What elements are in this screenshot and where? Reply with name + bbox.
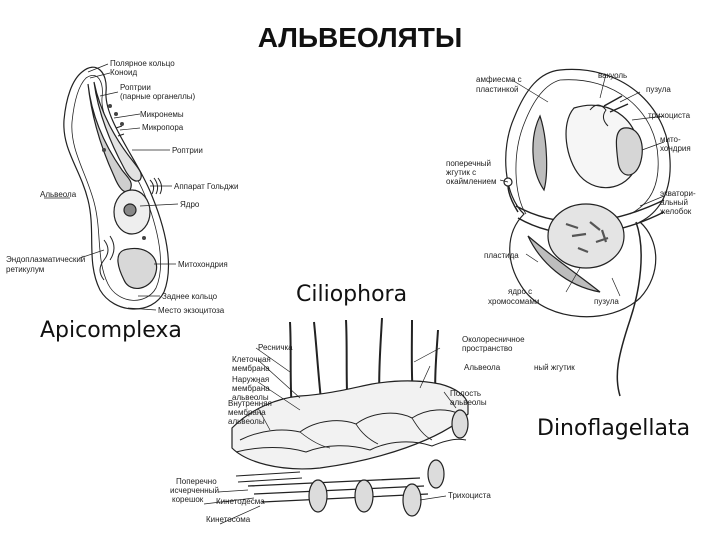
dino-label: хромосомами (488, 297, 539, 306)
dino-pusule (589, 104, 609, 127)
dino-amphiesma (515, 79, 561, 215)
apicomplexa-label: Роптрии (120, 83, 151, 92)
apicomplexa-nucleolus (123, 203, 137, 217)
trichocyst (427, 459, 445, 489)
ciliophora-label: Трихоциста (448, 491, 491, 500)
ciliophora-label: альвеолы (232, 393, 269, 402)
apicomplexa-label: Роптрии (172, 146, 203, 155)
dino-nucleus (547, 203, 625, 269)
ciliophora-label: пространство (462, 344, 513, 353)
dino-label: ядро с (508, 287, 532, 296)
apicomplexa-label: Аппарат Гольджи (174, 182, 238, 191)
dino-label: пластида (484, 251, 519, 260)
apicomplexa-label: Ядро (180, 200, 200, 209)
apicomplexa-label: Альвеола (40, 190, 77, 199)
ciliophora-label: мембрана (228, 408, 266, 417)
ciliophora-label: альвеолы (450, 398, 487, 407)
apicomplexa-label: (парные органеллы) (120, 92, 196, 101)
trichocyst (308, 479, 328, 513)
apicomplexa-mitochondrion (117, 247, 158, 289)
dino-amphiesma (559, 79, 659, 215)
ciliophora-label: Альвеола (464, 363, 501, 372)
pellicle-surface (231, 380, 469, 470)
dino-label: ный жгутик (534, 363, 575, 372)
slide-title: АЛЬВЕОЛЯТЫ (257, 22, 463, 53)
apicomplexa-label: Заднее кольцо (162, 292, 218, 301)
apicomplexa-illustration (44, 63, 179, 311)
apicomplexa-label: Коноид (110, 68, 137, 77)
ciliophora-labels: РесничкаКлеточнаямембранаНаружнаямембран… (170, 335, 525, 524)
trichocyst (451, 409, 469, 439)
ciliophora-label: Полость (450, 389, 481, 398)
ciliophora-label: Ресничка (258, 343, 293, 352)
dino-label: мито- (660, 135, 681, 144)
ciliophora-label: Поперечно (176, 477, 217, 486)
kinetodesma (247, 477, 429, 503)
dino-label: альный (660, 198, 688, 207)
caption-apicomplexa: Apicomplexa (40, 318, 182, 343)
dino-label: трихоциста (648, 111, 691, 120)
trichocyst (402, 483, 422, 517)
apicomplexa-er (99, 235, 115, 281)
dino-trichocyst (603, 95, 629, 113)
ciliophora-label: исчерченный (170, 486, 219, 495)
apicomplexa-label: Микропора (142, 123, 184, 132)
apicomplexa-label: Эндоплазматический (6, 255, 85, 264)
ciliophora-label: Кинетодесма (216, 497, 265, 506)
ciliophora-label: корешок (172, 495, 204, 504)
dino-mitochondrion (615, 127, 643, 176)
ciliophora-label: Кинетосома (206, 515, 251, 524)
dino-label: экватори- (660, 189, 696, 198)
alveoli-row (235, 438, 467, 453)
caption-dinoflagellata: Dinoflagellata (537, 416, 691, 441)
dino-label: амфиесма с (476, 75, 522, 84)
dino-longitudinal-flagellum (616, 221, 642, 397)
dino-label: пластинкой (476, 85, 519, 94)
dino-label: окаймлением (446, 177, 497, 186)
ciliophora-label: Внутренняя (228, 399, 272, 408)
dino-label: вакуоль (598, 71, 627, 80)
apicomplexa-label: Митохондрия (178, 260, 228, 269)
dino-label: поперечный (446, 159, 491, 168)
dino-cell-outline (505, 68, 671, 318)
dino-label: пузула (646, 85, 671, 94)
dino-plastid (532, 114, 548, 192)
dino-label: пузула (594, 297, 619, 306)
dino-label: желобок (660, 207, 692, 216)
ciliophora-label: Клеточная (232, 355, 271, 364)
dino-chromosomes (565, 221, 609, 254)
apicomplexa-label: Микронемы (140, 110, 184, 119)
ciliophora-illustration (203, 317, 469, 525)
ciliophora-label: альвеолы (228, 417, 265, 426)
ciliophora-label: Околоресничное (462, 335, 525, 344)
dino-label: хондрия (660, 144, 691, 153)
dino-plastid (527, 235, 601, 293)
ciliophora-label: Наружная (232, 375, 269, 384)
striated-rootlet (235, 471, 303, 483)
ciliophora-label: мембрана (232, 384, 270, 393)
apicomplexa-label: Место экзоцитоза (158, 306, 225, 315)
apicomplexa-micropore (115, 125, 125, 137)
apicomplexa-label: Полярное кольцо (110, 59, 175, 68)
caption-ciliophora: Ciliophora (296, 282, 408, 307)
dino-label: жгутик с (446, 168, 476, 177)
dinoflagellata-illustration (499, 68, 671, 397)
trichocyst (354, 479, 374, 513)
apicomplexa-rhoptry (93, 81, 142, 182)
ciliophora-label: мембрана (232, 364, 270, 373)
apicomplexa-label: ретикулум (6, 265, 44, 274)
